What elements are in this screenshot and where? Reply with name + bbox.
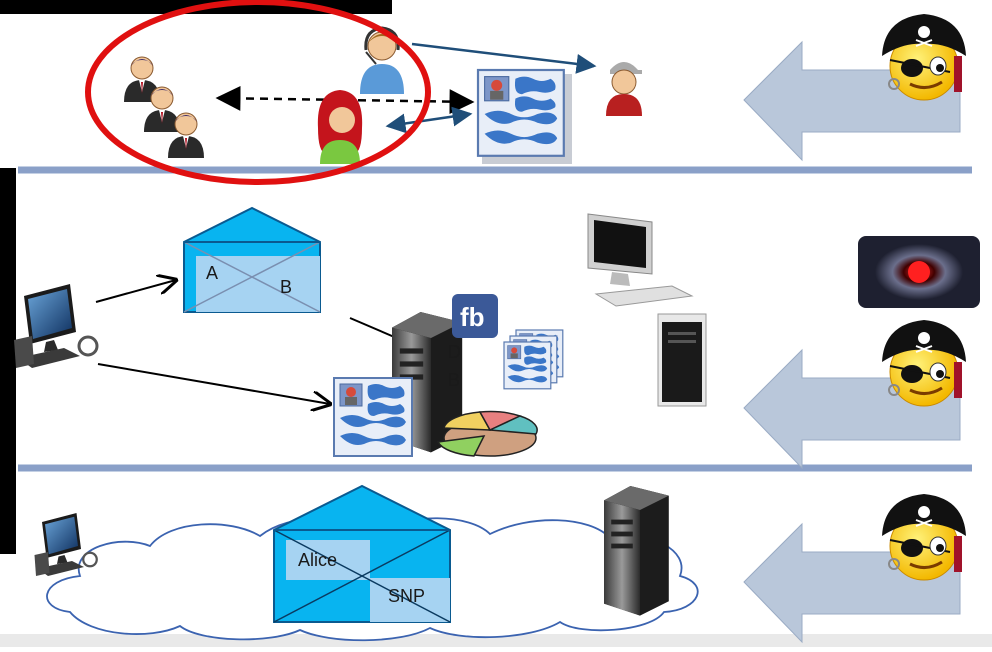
envelope-sender-label: A: [206, 263, 218, 283]
envelope-recipient-label: SNP: [388, 586, 425, 606]
server-tower-icon: [604, 486, 669, 616]
left-sidebar-bar: [0, 168, 16, 554]
layer-application: A B D B fb: [12, 206, 980, 470]
desktop-computer-icon: [12, 282, 99, 370]
envelope-icon: A B: [183, 206, 321, 313]
facebook-logo-text: fb: [460, 302, 485, 332]
blue-arrow-user-card: [385, 106, 473, 134]
female-user-icon: [317, 90, 363, 164]
layer-social: [85, 0, 968, 185]
desktop-computer-icon: [33, 511, 98, 578]
profile-card-icon: [333, 377, 413, 457]
desktop-monitor-icon: [587, 213, 694, 307]
blue-arrow-agent-to-user: [411, 42, 597, 74]
server-label-d: D: [448, 342, 461, 362]
arrow-pc-to-card: [97, 363, 330, 404]
profile-card-stack-icon: [503, 329, 564, 390]
layer-network: Alice SNP: [33, 484, 968, 644]
male-user-icon: [606, 62, 642, 116]
arrow-pc-to-envelope: [95, 280, 176, 303]
pie-chart-icon: [436, 410, 538, 457]
server-label-b: B: [448, 370, 460, 390]
surveillance-eye-icon: [858, 236, 980, 308]
user-group-icon: [123, 56, 205, 159]
envelope-sender-label: Alice: [298, 550, 337, 570]
highlight-ellipse: [85, 0, 431, 185]
envelope-icon: Alice SNP: [273, 484, 451, 623]
envelope-recipient-label: B: [280, 277, 292, 297]
profile-card-icon: [476, 68, 572, 164]
facebook-logo-icon: fb: [452, 294, 498, 338]
server-tower-icon: [657, 313, 707, 407]
